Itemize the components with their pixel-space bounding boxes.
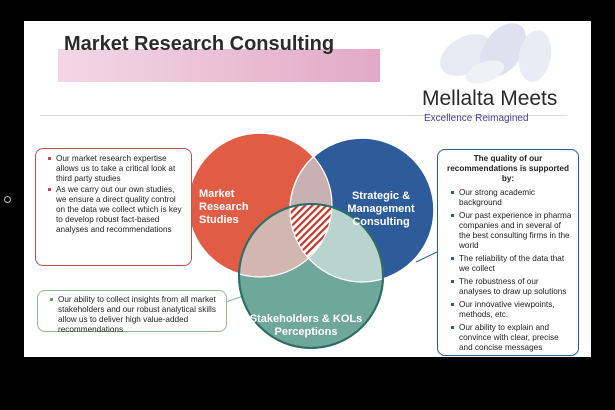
right-callout-item: Our past experience in pharma companies …	[451, 211, 572, 250]
left-callout-item: As we carry out our own studies, we ensu…	[48, 185, 185, 235]
right-callout-item: The robustness of our analyses to draw u…	[451, 277, 572, 297]
right-callout-item: Our ability to explain and convince with…	[451, 323, 572, 353]
right-callout-item: The reliability of the data that we coll…	[451, 254, 572, 274]
side-marker	[4, 196, 11, 203]
logo-tagline: Excellence Reimagined	[424, 113, 529, 124]
bottom-connector	[225, 295, 244, 303]
slide-title: Market Research Consulting	[64, 33, 335, 55]
right-callout-item: Our innovative viewpoints, methods, etc.	[451, 300, 572, 320]
logo-name: Mellalta Meets	[422, 87, 558, 110]
right-callout-heading: The quality of our recommendations is su…	[447, 154, 569, 183]
left-callout: Our market research expertise allows us …	[35, 148, 192, 266]
bottom-callout-item: Our ability to collect insights from all…	[50, 295, 220, 335]
label-stakeholders: Stakeholders & KOLs Perceptions	[249, 313, 363, 338]
right-connector	[415, 251, 438, 263]
divider-line	[40, 115, 567, 116]
label-market-research: Market Research Studies	[199, 188, 249, 226]
label-strategic: Strategic & Management Consulting	[347, 190, 415, 228]
logo-mark	[440, 23, 552, 84]
bottom-callout: Our ability to collect insights from all…	[37, 290, 227, 335]
right-callout: The quality of our recommendations is su…	[437, 149, 579, 356]
left-callout-item: Our market research expertise allows us …	[48, 154, 185, 184]
title-banner	[58, 49, 380, 82]
right-callout-item: Our strong academic background	[451, 188, 572, 208]
